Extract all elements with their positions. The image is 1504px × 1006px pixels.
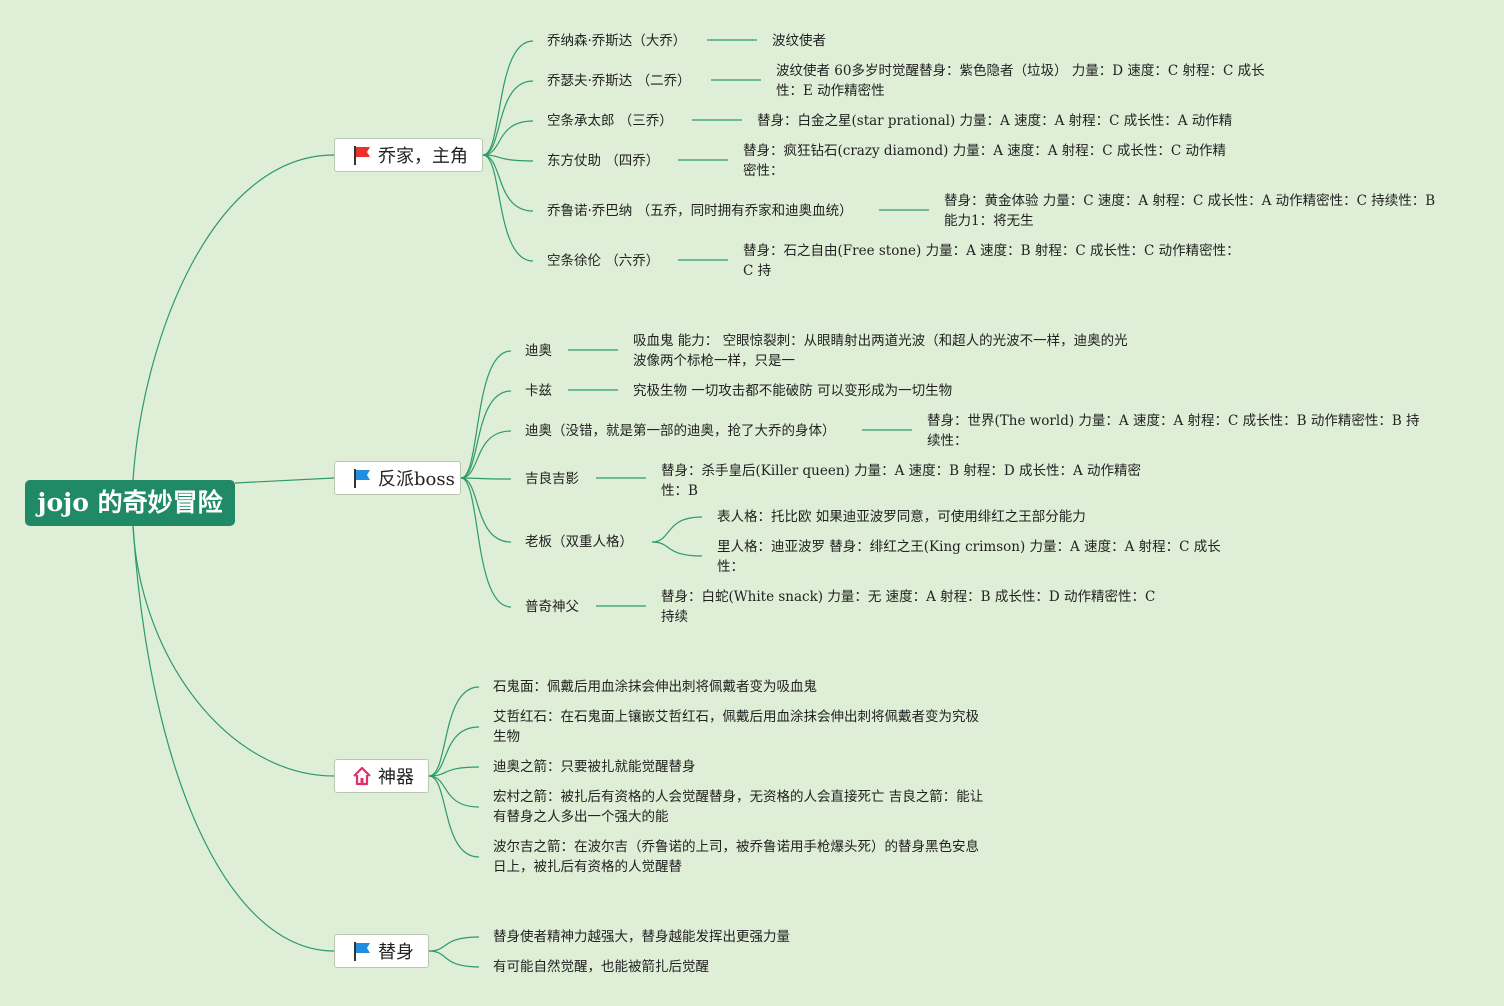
- detail-kars[interactable]: 究极生物 一切攻击都不能破防 可以变形成为一切生物: [633, 383, 953, 399]
- detail-jotaro[interactable]: 替身：白金之星(star prational) 力量：A 速度：A 射程：C 成…: [757, 113, 1233, 129]
- root-link-villains: [234, 477, 335, 484]
- artifact-link-1: [428, 726, 480, 777]
- topic-josuke[interactable]: 东方仗助 （四乔）: [547, 153, 660, 169]
- root-link-stand: [132, 525, 335, 952]
- branch-label: 神器: [378, 767, 414, 788]
- topic-jonathan[interactable]: 乔纳森·乔斯达（大乔）: [547, 33, 687, 49]
- topic-pucci[interactable]: 普奇神父: [525, 599, 579, 615]
- detail-jolyne[interactable]: 替身：石之自由(Free stone) 力量：A 速度：B 射程：C 成长性：C…: [743, 243, 1240, 279]
- detail-boss-doppio[interactable]: 表人格：托比欧 如果迪亚波罗同意，可使用绯红之王部分能力: [717, 509, 1086, 525]
- villain-link-4: [460, 477, 512, 543]
- artifact-polpo-arrow[interactable]: 波尔吉之箭：在波尔吉（乔鲁诺的上司，被乔鲁诺用手枪爆头死）的替身黑色安息日上，被…: [493, 839, 979, 875]
- branch-label: 乔家，主角: [378, 146, 468, 167]
- stand-fact-awaken[interactable]: 有可能自然觉醒，也能被箭扎后觉醒: [493, 959, 709, 975]
- detail-jonathan[interactable]: 波纹使者: [772, 33, 826, 49]
- stand-link-1: [428, 950, 480, 968]
- detail-pucci[interactable]: 替身：白蛇(White snack) 力量：无 速度：A 射程：B 成长性：D …: [661, 589, 1156, 625]
- topic-kars[interactable]: 卡兹: [525, 383, 552, 399]
- branch-artifacts[interactable]: 神器: [334, 759, 429, 793]
- detail-giorno[interactable]: 替身：黄金体验 力量：C 速度：A 射程：C 成长性：A 动作精密性：C 持续性…: [944, 193, 1436, 229]
- artifact-link-3: [428, 775, 480, 808]
- villain-link-1: [460, 390, 512, 479]
- family-link-5: [482, 154, 534, 262]
- artifact-dio-arrow[interactable]: 迪奥之箭：只要被扎就能觉醒替身: [493, 759, 696, 775]
- detail-kira[interactable]: 替身：杀手皇后(Killer queen) 力量：A 速度：B 射程：D 成长性…: [661, 463, 1142, 499]
- topic-dio[interactable]: 迪奥: [525, 343, 552, 359]
- artifact-red-stone[interactable]: 艾哲红石：在石鬼面上镶嵌艾哲红石，佩戴后用血涂抹会伸出刺将佩戴者变为究极生物: [493, 709, 979, 745]
- artifact-link-0: [428, 686, 480, 777]
- branch-label: 反派boss: [378, 469, 455, 490]
- villain-link-3: [460, 477, 512, 480]
- boss-link-diavolo: [651, 541, 703, 557]
- branch-stand[interactable]: 替身: [334, 934, 429, 968]
- family-link-1: [482, 80, 534, 156]
- root-topic[interactable]: jojo 的奇妙冒险: [25, 480, 235, 526]
- artifact-stone-mask[interactable]: 石鬼面：佩戴后用血涂抹会伸出刺将佩戴者变为吸血鬼: [493, 679, 817, 695]
- topic-joseph[interactable]: 乔瑟夫·乔斯达 （二乔）: [547, 73, 691, 89]
- family-link-4: [482, 154, 534, 212]
- family-link-0: [482, 40, 534, 156]
- branch-villains[interactable]: 反派boss: [334, 461, 461, 495]
- family-link-2: [482, 120, 534, 156]
- topic-jotaro[interactable]: 空条承太郎 （三乔）: [547, 113, 673, 129]
- stand-fact-spirit[interactable]: 替身使者精神力越强大，替身越能发挥出更强力量: [493, 929, 790, 945]
- boss-link-doppio: [651, 516, 703, 543]
- detail-boss-diavolo[interactable]: 里人格：迪亚波罗 替身：绯红之王(King crimson) 力量：A 速度：A…: [717, 539, 1221, 575]
- artifact-link-4: [428, 775, 480, 858]
- topic-boss[interactable]: 老板（双重人格）: [525, 534, 633, 550]
- branch-label: 替身: [378, 942, 414, 963]
- topic-kira[interactable]: 吉良吉影: [525, 471, 579, 487]
- branch-family[interactable]: 乔家，主角: [334, 138, 483, 172]
- villain-link-0: [460, 350, 512, 479]
- detail-joseph[interactable]: 波纹使者 60多岁时觉醒替身：紫色隐者（垃圾） 力量：D 速度：C 射程：C 成…: [776, 63, 1265, 99]
- topic-jolyne[interactable]: 空条徐伦 （六乔）: [547, 253, 660, 269]
- stand-link-0: [428, 936, 480, 952]
- topic-giorno[interactable]: 乔鲁诺·乔巴纳 （五乔，同时拥有乔家和迪奥血统）: [547, 203, 853, 219]
- villain-link-5: [460, 477, 512, 608]
- root-link-family: [132, 154, 335, 481]
- red-flag-icon: [354, 146, 370, 165]
- house-icon: [353, 766, 371, 786]
- root-link-artifacts: [132, 525, 335, 777]
- artifact-link-2: [428, 766, 480, 777]
- topic-dio-stand[interactable]: 迪奥（没错，就是第一部的迪奥，抢了大乔的身体）: [525, 423, 836, 439]
- blue-flag-icon: [354, 942, 370, 961]
- detail-josuke[interactable]: 替身：疯狂钻石(crazy diamond) 力量：A 速度：A 射程：C 成长…: [743, 143, 1227, 179]
- family-link-3: [482, 154, 534, 162]
- detail-dio[interactable]: 吸血鬼 能力： 空眼惊裂刺：从眼睛射出两道光波（和超人的光波不一样，迪奥的光波像…: [633, 333, 1128, 369]
- detail-dio-stand[interactable]: 替身：世界(The world) 力量：A 速度：A 射程：C 成长性：B 动作…: [927, 413, 1420, 449]
- blue-flag-icon: [354, 469, 370, 488]
- artifact-hongcun-arrow[interactable]: 宏村之箭：被扎后有资格的人会觉醒替身，无资格的人会直接死亡 吉良之箭：能让有替身…: [493, 789, 984, 825]
- villain-link-2: [460, 430, 512, 479]
